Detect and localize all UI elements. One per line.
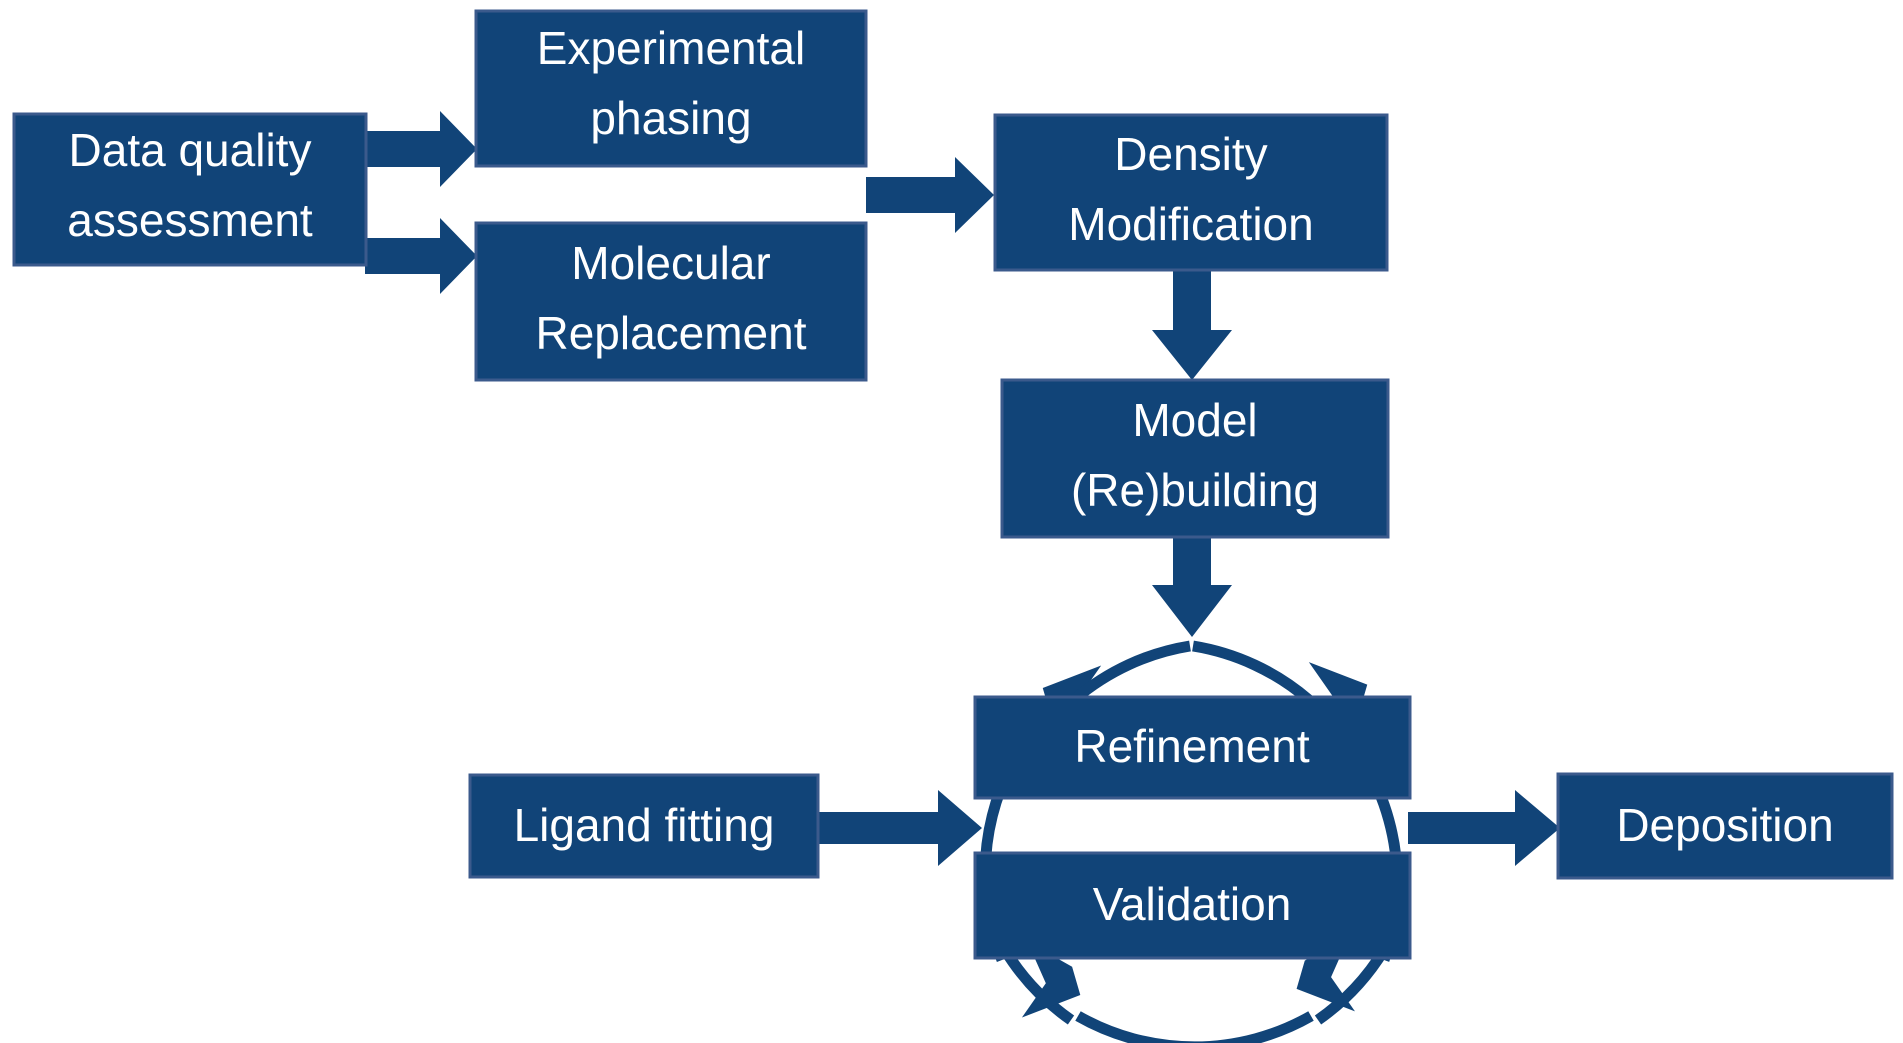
connector-phasing-to-density-modification (866, 157, 994, 233)
node-label-validation: Validation (1093, 878, 1292, 930)
connector-cycle-to-deposition (1408, 790, 1560, 866)
node-label-data-quality-line2: assessment (67, 194, 313, 246)
connector-data-quality-to-molecular-replacement (365, 218, 477, 294)
node-label-molecular-replacement-line1: Molecular (571, 237, 770, 289)
node-label-deposition: Deposition (1616, 799, 1833, 851)
node-label-molecular-replacement-line2: Replacement (535, 307, 806, 359)
node-ligand-fitting[interactable]: Ligand fitting (468, 773, 820, 879)
node-deposition[interactable]: Deposition (1556, 772, 1894, 880)
node-label-ligand-fitting: Ligand fitting (514, 799, 775, 851)
node-density-modification[interactable]: Density Modification (993, 113, 1389, 272)
connector-density-modification-to-model-rebuilding (1152, 270, 1232, 380)
node-label-density-modification-line1: Density (1114, 128, 1267, 180)
node-data-quality-assessment[interactable]: Data quality assessment (12, 112, 368, 267)
node-molecular-replacement[interactable]: Molecular Replacement (474, 221, 868, 382)
node-label-model-rebuilding-line2: (Re)building (1071, 464, 1319, 516)
node-label-model-rebuilding-line1: Model (1132, 394, 1257, 446)
node-label-experimental-phasing-line1: Experimental (537, 22, 805, 74)
connector-ligand-fitting-to-cycle (818, 790, 982, 866)
node-label-refinement: Refinement (1074, 720, 1309, 772)
node-refinement[interactable]: Refinement (973, 695, 1412, 800)
node-label-experimental-phasing-line2: phasing (590, 92, 751, 144)
node-experimental-phasing[interactable]: Experimental phasing (474, 9, 868, 168)
node-model-rebuilding[interactable]: Model (Re)building (1000, 378, 1390, 539)
node-label-data-quality-line1: Data quality (69, 124, 312, 176)
node-label-density-modification-line2: Modification (1068, 198, 1313, 250)
connector-data-quality-to-experimental-phasing (365, 111, 477, 187)
node-validation[interactable]: Validation (973, 851, 1412, 960)
connector-model-rebuilding-to-cycle (1152, 537, 1232, 637)
